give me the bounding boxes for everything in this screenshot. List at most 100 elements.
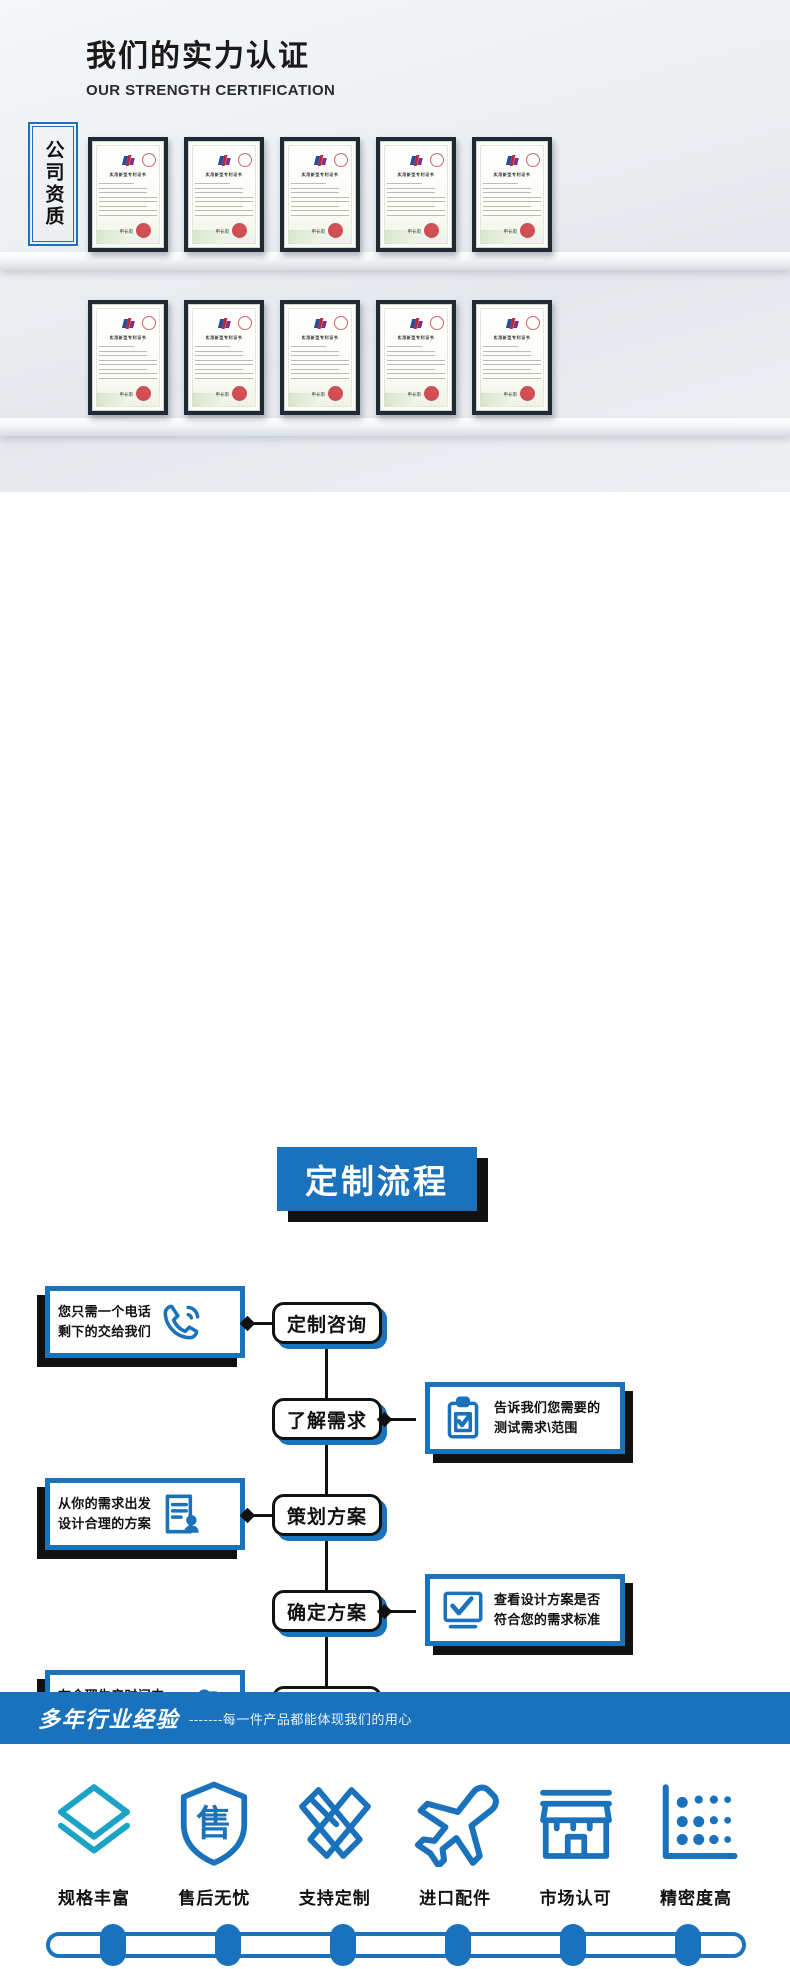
certificate-frame[interactable]: 实用新型专利证书 申长雨 bbox=[472, 137, 552, 252]
certificate-body-lines bbox=[99, 346, 157, 382]
process-connector-4 bbox=[390, 1610, 416, 1613]
certificate-stamp-icon bbox=[334, 316, 348, 330]
certificate-watermark bbox=[96, 230, 126, 244]
progress-dot-5[interactable] bbox=[560, 1924, 586, 1966]
certificate-row-1: 实用新型专利证书 申长雨 实用新型专利证书 申长雨 实用新型专利证书 bbox=[88, 137, 552, 252]
airplane-icon bbox=[411, 1764, 500, 1882]
certificate-frame[interactable]: 实用新型专利证书 申长雨 bbox=[472, 300, 552, 415]
certificate-seal-icon bbox=[424, 223, 439, 238]
certification-title-en: OUR STRENGTH CERTIFICATION bbox=[86, 81, 336, 99]
certification-title-cn: 我们的实力认证 bbox=[86, 40, 310, 73]
progress-dot-1[interactable] bbox=[100, 1924, 126, 1966]
card-text: 您只需一个电话剩下的交给我们 bbox=[58, 1303, 152, 1339]
layers-icon bbox=[50, 1764, 138, 1882]
process-node-3[interactable]: 策划方案 bbox=[272, 1494, 387, 1541]
certificate-frame[interactable]: 实用新型专利证书 申长雨 bbox=[376, 300, 456, 415]
progress-dot-2[interactable] bbox=[215, 1924, 241, 1966]
experience-sub-text: -------每一件产品都能体现我们的用心 bbox=[189, 1711, 412, 1727]
patent-logo-icon bbox=[217, 318, 232, 330]
certificate-title: 实用新型专利证书 bbox=[109, 172, 147, 177]
certificate-title: 实用新型专利证书 bbox=[493, 335, 531, 340]
certificate-frame[interactable]: 实用新型专利证书 申长雨 bbox=[184, 137, 264, 252]
phone-call-icon bbox=[157, 1297, 207, 1347]
process-title-banner: 定制流程 bbox=[277, 1147, 488, 1222]
certificate-title: 实用新型专利证书 bbox=[301, 172, 339, 177]
feature-item-1[interactable]: 规格丰富 bbox=[40, 1764, 148, 1909]
patent-logo-icon bbox=[313, 155, 328, 167]
certificate-stamp-icon bbox=[238, 153, 252, 167]
certificate-body-lines bbox=[483, 346, 541, 382]
certificate-shelf-bottom bbox=[0, 418, 790, 436]
feature-item-6[interactable]: 精密度高 bbox=[642, 1764, 750, 1909]
process-title-text: 定制流程 bbox=[305, 1163, 449, 1200]
feature-item-5[interactable]: 市场认可 bbox=[522, 1764, 630, 1909]
feature-label: 售后无忧 bbox=[178, 1889, 251, 1908]
certificate-body-lines bbox=[387, 346, 445, 382]
progress-track bbox=[46, 1932, 746, 1958]
certificate-frame[interactable]: 实用新型专利证书 申长雨 bbox=[280, 137, 360, 252]
certificate-frame[interactable]: 实用新型专利证书 申长雨 bbox=[376, 137, 456, 252]
certificate-watermark bbox=[96, 393, 126, 407]
progress-dot-3[interactable] bbox=[330, 1924, 356, 1966]
certificate-body-lines bbox=[195, 183, 253, 219]
patent-logo-icon bbox=[409, 155, 424, 167]
process-description-card-1[interactable]: 您只需一个电话剩下的交给我们 bbox=[37, 1286, 245, 1367]
certificate-stamp-icon bbox=[142, 316, 156, 330]
process-node-label: 了解需求 bbox=[286, 1410, 367, 1432]
certificate-frame[interactable]: 实用新型专利证书 申长雨 bbox=[280, 300, 360, 415]
company-qualification-badge: 公司资质 bbox=[28, 122, 78, 246]
feature-label: 市场认可 bbox=[539, 1889, 612, 1908]
certificate-watermark bbox=[384, 230, 414, 244]
experience-main-text: 多年行业经验 bbox=[38, 1707, 180, 1732]
progress-dot-4[interactable] bbox=[445, 1924, 471, 1966]
svg-text:售: 售 bbox=[197, 1803, 233, 1843]
certificate-body-lines bbox=[99, 183, 157, 219]
certificate-body-lines bbox=[291, 346, 349, 382]
certificate-stamp-icon bbox=[430, 153, 444, 167]
certificate-body-lines bbox=[195, 346, 253, 382]
certificate-title: 实用新型专利证书 bbox=[205, 335, 243, 340]
pencil-ruler-icon bbox=[291, 1764, 379, 1882]
document-user-icon bbox=[157, 1489, 207, 1539]
certificate-title: 实用新型专利证书 bbox=[397, 335, 435, 340]
certificate-seal-icon bbox=[328, 223, 343, 238]
certificate-seal-icon bbox=[520, 223, 535, 238]
certificate-frame[interactable]: 实用新型专利证书 申长雨 bbox=[88, 137, 168, 252]
experience-banner: 多年行业经验 -------每一件产品都能体现我们的用心 bbox=[0, 1692, 790, 1744]
patent-logo-icon bbox=[121, 155, 136, 167]
certificate-watermark bbox=[384, 393, 414, 407]
process-node-1[interactable]: 定制咨询 bbox=[272, 1302, 387, 1349]
process-description-card-4[interactable]: 查看设计方案是否符合您的需求标准 bbox=[425, 1574, 633, 1655]
certificate-frame[interactable]: 实用新型专利证书 申长雨 bbox=[88, 300, 168, 415]
certificate-stamp-icon bbox=[334, 153, 348, 167]
shield-sale-icon: 售 bbox=[170, 1764, 258, 1882]
card-text: 查看设计方案是否符合您的需求标准 bbox=[494, 1591, 601, 1627]
process-description-card-2[interactable]: 告诉我们您需要的测试需求\范围 bbox=[425, 1382, 633, 1463]
feature-label: 规格丰富 bbox=[58, 1889, 130, 1908]
certificate-title: 实用新型专利证书 bbox=[109, 335, 147, 340]
process-connector-1 bbox=[253, 1322, 273, 1325]
certificate-stamp-icon bbox=[430, 316, 444, 330]
certificate-seal-icon bbox=[328, 386, 343, 401]
certificate-stamp-icon bbox=[142, 153, 156, 167]
storefront-icon bbox=[532, 1764, 620, 1882]
company-qualification-label: 公司资质 bbox=[42, 140, 64, 228]
certificate-signature: 申长雨 bbox=[407, 229, 422, 234]
certificate-frame[interactable]: 实用新型专利证书 申长雨 bbox=[184, 300, 264, 415]
feature-item-4[interactable]: 进口配件 bbox=[401, 1764, 509, 1909]
process-node-4[interactable]: 确定方案 bbox=[272, 1590, 387, 1637]
certificate-signature: 申长雨 bbox=[503, 229, 518, 234]
feature-item-2[interactable]: 售 售后无忧 bbox=[160, 1764, 268, 1909]
certificate-title: 实用新型专利证书 bbox=[397, 172, 435, 177]
process-description-card-3[interactable]: 从你的需求出发设计合理的方案 bbox=[37, 1478, 245, 1559]
certificate-seal-icon bbox=[232, 386, 247, 401]
progress-dot-6[interactable] bbox=[675, 1924, 701, 1966]
certificate-watermark bbox=[480, 393, 510, 407]
feature-item-3[interactable]: 支持定制 bbox=[281, 1764, 389, 1909]
process-node-2[interactable]: 了解需求 bbox=[272, 1398, 387, 1445]
certificate-signature: 申长雨 bbox=[215, 229, 230, 234]
monitor-check-icon bbox=[438, 1585, 488, 1635]
patent-logo-icon bbox=[505, 318, 520, 330]
card-text: 从你的需求出发设计合理的方案 bbox=[58, 1495, 152, 1531]
certificate-signature: 申长雨 bbox=[311, 392, 326, 397]
